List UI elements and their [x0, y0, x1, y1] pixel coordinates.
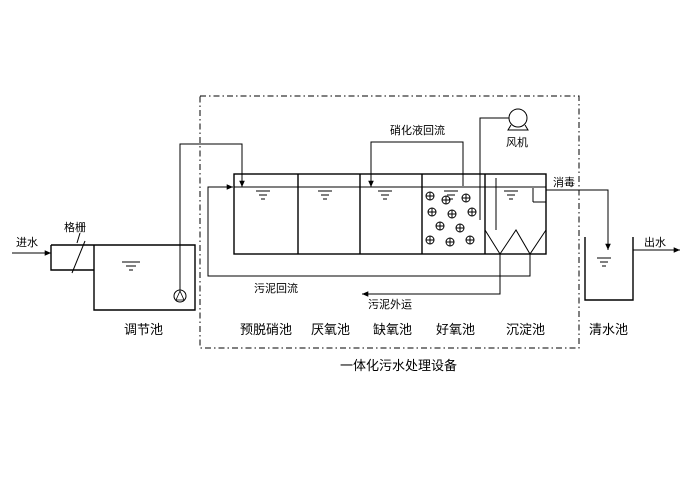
pump-triangle — [175, 290, 185, 301]
sedimentation-tank-label: 沉淀池 — [506, 323, 545, 338]
grille-leader — [76, 232, 81, 244]
fan-base — [507, 124, 529, 131]
fan-icon — [508, 108, 528, 128]
equipment-title: 一体化污水处理设备 — [340, 358, 457, 374]
air-pipe — [479, 117, 509, 220]
water-level-icon — [597, 257, 611, 267]
clear-water-tank-label: 清水池 — [589, 323, 628, 338]
main-integrated-tank — [233, 173, 547, 255]
clear-water-tank — [584, 237, 634, 301]
anoxic-tank-label: 缺氧池 — [373, 323, 412, 338]
water-level-icon — [122, 261, 140, 271]
biofilm-media — [425, 191, 477, 247]
predenitrification-tank-label: 预脱硝池 — [240, 323, 292, 338]
disinfection-label: 消毒 — [553, 175, 575, 189]
grille-label: 格栅 — [64, 220, 86, 234]
lift-pipe — [179, 143, 245, 290]
water-level-icon — [378, 190, 392, 200]
integrated-equipment-boundary — [199, 95, 580, 349]
sludge-out-line — [362, 254, 501, 297]
outlet-label: 出水 — [644, 235, 666, 249]
nitrate-return-label: 硝化液回流 — [390, 123, 445, 137]
water-level-icon — [318, 190, 332, 200]
inlet-label: 进水 — [16, 236, 38, 249]
equalization-tank — [93, 244, 196, 311]
aerobic-tank-label: 好氧池 — [436, 323, 475, 338]
disinfection-line — [546, 189, 611, 250]
sludge-return-line — [207, 184, 531, 277]
water-level-icon — [256, 190, 270, 200]
fan-label: 风机 — [506, 135, 528, 149]
nitrate-return-line — [368, 141, 464, 187]
water-level-icon — [504, 190, 518, 200]
sedimentation-internals — [484, 178, 547, 255]
sludge-out-label: 污泥外运 — [368, 298, 412, 311]
equalization-tank-label: 调节池 — [124, 323, 163, 338]
grille-channel — [50, 240, 94, 274]
sludge-return-label: 污泥回流 — [254, 281, 298, 295]
anaerobic-tank-label: 厌氧池 — [311, 323, 350, 338]
